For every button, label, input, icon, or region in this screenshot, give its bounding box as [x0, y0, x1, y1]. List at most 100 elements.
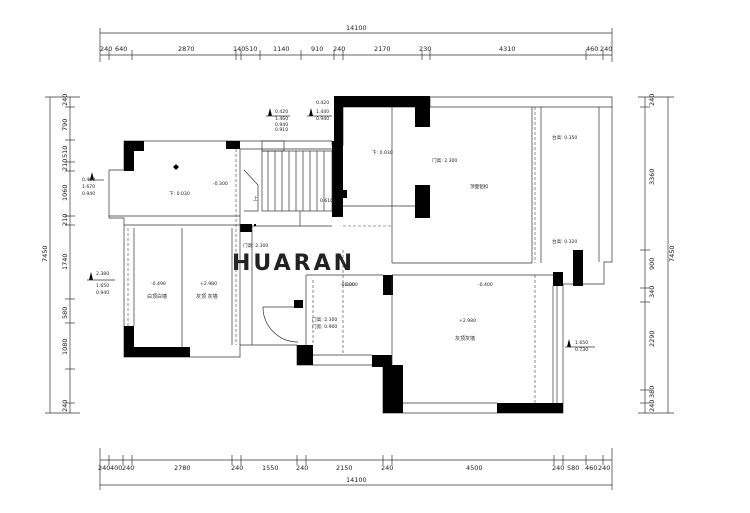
bottom-dim-14: 240 [598, 464, 610, 472]
label-stair-elev-2: 1.460 [275, 116, 288, 122]
bottom-dim-13: 460 [585, 464, 597, 472]
bottom-dim-4: 2780 [174, 464, 191, 472]
marker-kitchen [173, 164, 179, 170]
label-kitchen-floor: 下: 0.030 [169, 191, 190, 197]
room-labels: 下: 0.030 -0.300 0.400 1.670 0.940 0.420 … [82, 100, 588, 353]
marker-left-1 [90, 172, 94, 180]
left-dim-7: 1740 [61, 253, 69, 270]
label-big-room-elev: +2.980 [459, 318, 476, 324]
bottom-dim-5: 240 [231, 464, 243, 472]
label-left-level: -0.300 [340, 282, 355, 288]
walls [108, 96, 613, 414]
left-dim-3: 510 [61, 146, 69, 158]
bottom-dim-7: 240 [296, 464, 308, 472]
label-stair-elev-6: 1.440 [316, 109, 329, 115]
top-dim-5: 510 [245, 45, 257, 53]
marker-stair-1 [268, 108, 272, 116]
top-dim-9: 2170 [374, 45, 391, 53]
label-window-top: 台高: 0.350 [552, 134, 577, 141]
left-overall-dim: 7450 [41, 245, 49, 262]
label-right-elev-2: 0.730 [575, 347, 588, 353]
label-hall-level: -0.300 [343, 282, 358, 288]
top-dim-2: 640 [115, 45, 127, 53]
bottom-dim-6: 1550 [262, 464, 279, 472]
label-room-a-elev: -0.490 [151, 281, 166, 287]
dashed-lines [127, 107, 536, 403]
bottom-overall-dim: 14100 [346, 476, 367, 484]
label-stair-elev-3: 0.940 [275, 122, 288, 128]
top-dim-7: 910 [311, 45, 323, 53]
label-room-b-text: 灰顶 灰墙 [196, 293, 218, 300]
left-dim-1: 240 [61, 94, 69, 106]
label-left-side-1: 2.380 [96, 271, 109, 277]
top-overall-dim: 14100 [346, 24, 367, 32]
left-dim-9: 1080 [61, 338, 69, 355]
top-dimensions: 14100 240 640 2870 140 510 1140 910 240 … [99, 24, 612, 62]
label-bath-floor: 下: 0.030 [372, 150, 393, 156]
top-dim-4: 140 [233, 45, 245, 53]
label-right-elev-1: 1.650 [575, 340, 588, 346]
left-dimensions: 7450 240 790 510 210 1060 210 1740 580 1… [41, 94, 80, 414]
label-living-ceiling: 顶面铝扣 [470, 183, 489, 190]
bottom-dim-9: 240 [381, 464, 393, 472]
left-dim-4: 210 [61, 159, 69, 171]
door-swing [262, 300, 303, 343]
right-dimensions: 7450 240 3360 900 340 2290 380 240 [638, 94, 676, 414]
right-dim-4: 340 [648, 286, 656, 298]
left-dim-6: 210 [61, 214, 69, 226]
label-room-a-text: 白顶白墙 [147, 293, 167, 300]
label-left-elev-3: 0.940 [82, 191, 95, 197]
left-dim-2: 790 [61, 119, 69, 131]
label-stair-elev-4: 0.910 [275, 127, 288, 133]
label-left-elev-2: 1.670 [82, 184, 95, 190]
label-room-b-elev: +2.980 [200, 281, 217, 287]
top-dim-13: 240 [600, 45, 612, 53]
label-left-side-3: 0.940 [96, 290, 109, 296]
right-dim-3: 900 [648, 258, 656, 270]
level-markers [87, 108, 595, 348]
label-left-elev-1: 0.400 [82, 177, 95, 183]
bottom-dim-11: 240 [552, 464, 564, 472]
label-door-high-top: 门高: 2.300 [432, 157, 457, 164]
right-dim-5: 2290 [648, 330, 656, 347]
label-living-level: -0.400 [478, 282, 493, 288]
top-dim-6: 1140 [273, 45, 290, 53]
marker-stair-2 [309, 108, 313, 116]
label-stair-elev-7: 0.940 [316, 116, 329, 122]
left-dim-5: 1060 [61, 184, 69, 201]
right-dim-2: 3360 [648, 168, 656, 185]
watermark-text: HUARAN [232, 251, 355, 276]
bottom-dim-12: 580 [567, 464, 579, 472]
marker-left-2 [89, 272, 93, 280]
top-dim-10: 230 [419, 45, 431, 53]
marker-right-1 [567, 339, 571, 347]
label-stair-level: 0.610 [320, 198, 333, 204]
label-door-mid: 门高: 2.300 [243, 242, 268, 249]
bottom-dim-10: 4500 [466, 464, 483, 472]
right-dim-1: 240 [648, 94, 656, 106]
label-door-low-1: 门高: 2.300 [312, 316, 337, 323]
label-window-mid: 台高: 0.320 [552, 238, 577, 245]
label-stair-elev-5: 0.420 [316, 100, 329, 106]
right-overall-dim: 7450 [668, 245, 676, 262]
top-dim-1: 240 [100, 45, 112, 53]
bottom-dim-1: 240 [98, 464, 110, 472]
bottom-dim-2: 400 [110, 464, 122, 472]
right-dim-7: 240 [648, 400, 656, 412]
staircase [243, 140, 333, 226]
top-dim-3: 2870 [178, 45, 195, 53]
top-dim-8: 240 [333, 45, 345, 53]
top-dim-12: 460 [586, 45, 598, 53]
label-kitchen-level: -0.300 [213, 181, 228, 187]
interior-lines [109, 106, 612, 404]
left-dim-10: 240 [61, 400, 69, 412]
label-stair-elev-1: 0.420 [275, 109, 288, 115]
bottom-dim-8: 2150 [336, 464, 353, 472]
right-dim-6: 380 [648, 386, 656, 398]
label-big-room-text: 灰顶灰墙 [455, 335, 475, 342]
left-dim-8: 580 [61, 307, 69, 319]
label-stair-up: 上 [253, 195, 258, 202]
top-dim-11: 4310 [499, 45, 516, 53]
label-door-low-2: 门宽: 0.900 [312, 323, 337, 330]
